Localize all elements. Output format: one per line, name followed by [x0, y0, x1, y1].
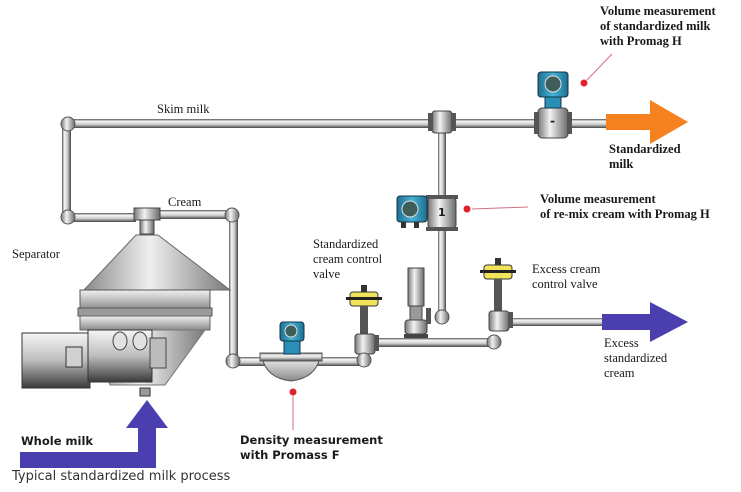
inlet-nozzle: [139, 387, 151, 397]
label-volume-std-milk: Volume measurement of standardized milk …: [600, 4, 716, 48]
tee-flange: [428, 113, 433, 131]
tee-fitting: [431, 110, 453, 134]
label-excess-cream-control-valve: Excess cream control valve: [532, 262, 601, 291]
pipe-header: [370, 338, 498, 347]
valve-actuator-ring: [480, 270, 516, 273]
elbow: [434, 309, 450, 325]
valve-base-ring: [404, 334, 428, 338]
remix-meter-display: 1: [438, 206, 446, 219]
valve-flange: [426, 308, 431, 324]
std-cream-valve: [346, 285, 382, 368]
motor-terminal-box: [65, 346, 83, 368]
valve-body: [488, 310, 510, 332]
arrow-standardized-milk: [606, 100, 688, 144]
valve-yoke: [409, 305, 423, 321]
separator: [21, 207, 232, 397]
label-standardized-milk: Standardized milk: [609, 142, 681, 171]
valve-body: [404, 319, 428, 335]
measurement-point-remix: [463, 205, 471, 213]
separator-neck: [139, 219, 155, 235]
pipe-excess-out: [512, 318, 602, 326]
transmitter-gland: [414, 222, 419, 228]
sight-glass: [112, 331, 128, 351]
std-milk-meter-display: -: [550, 114, 555, 128]
pipe-cream-top: [160, 210, 235, 219]
valve-stem: [360, 306, 368, 334]
leader-line-std-milk: [586, 53, 613, 81]
separator-cone: [82, 234, 232, 291]
valve-actuator-ring: [346, 297, 382, 300]
elbow: [60, 209, 76, 225]
separator-bowl: [79, 289, 211, 311]
pipe-skim-to-separator: [66, 213, 136, 222]
pipe-skim-milk-left: [62, 122, 71, 222]
label-volume-remix-cream: Volume measurement of re-mix cream with …: [540, 192, 710, 221]
pipe-cream-down: [229, 214, 238, 364]
valve-body: [354, 333, 376, 355]
label-density-measurement: Density measurement with Promass F: [240, 433, 383, 462]
coriolis-body: [261, 356, 321, 382]
arrow-excess-cream: [602, 302, 688, 342]
sight-glass: [132, 331, 148, 351]
density-meter: [259, 321, 323, 430]
transmitter-display: [544, 75, 562, 93]
transmitter-neck: [544, 95, 562, 109]
label-excess-standardized-cream: Excess standardized cream: [604, 336, 668, 380]
measurement-point-std-milk: [580, 79, 588, 87]
arrow-whole-milk: [20, 400, 168, 468]
elbow: [356, 352, 372, 368]
leader-line-remix: [471, 206, 529, 210]
gearbox-side: [149, 337, 167, 369]
separator-top-fitting: [133, 207, 161, 221]
label-cream: Cream: [168, 195, 202, 209]
excess-cream-valve: [480, 258, 516, 332]
remix-flow-meter: [396, 195, 529, 231]
meter-flange: [426, 227, 458, 231]
pipe-skim-milk-top: [66, 119, 606, 128]
flow-arrows: [20, 100, 688, 468]
label-skim-milk: Skim milk: [157, 102, 210, 116]
label-whole-milk: Whole milk: [21, 434, 94, 448]
transmitter-neck: [283, 339, 301, 355]
transmitter-display: [284, 324, 298, 338]
valve-stem-top: [361, 285, 367, 293]
valve-stem-top: [495, 258, 501, 266]
label-std-cream-control-valve: Standardized cream control valve: [313, 237, 383, 281]
valve-flange: [375, 335, 379, 351]
meter-flange: [426, 195, 458, 199]
transmitter-gland: [401, 222, 406, 228]
remix-valve: [404, 267, 431, 338]
valve-flange: [509, 312, 513, 328]
std-milk-flow-meter: [534, 53, 613, 139]
elbow: [60, 116, 76, 132]
elbow: [224, 207, 240, 223]
tee-flange: [451, 113, 456, 131]
elbow: [486, 334, 502, 350]
diagram-title: Typical standardized milk process: [12, 469, 231, 484]
separator-band: [77, 307, 213, 317]
label-separator: Separator: [12, 247, 60, 261]
elbow: [225, 353, 241, 369]
valve-stem: [494, 279, 502, 311]
meter-flange: [534, 112, 539, 134]
measurement-point-density: [289, 388, 297, 396]
meter-flange: [567, 112, 572, 134]
valve-actuator-cylinder: [407, 267, 425, 307]
separator-band-lower: [79, 315, 211, 331]
transmitter-display: [401, 200, 419, 218]
